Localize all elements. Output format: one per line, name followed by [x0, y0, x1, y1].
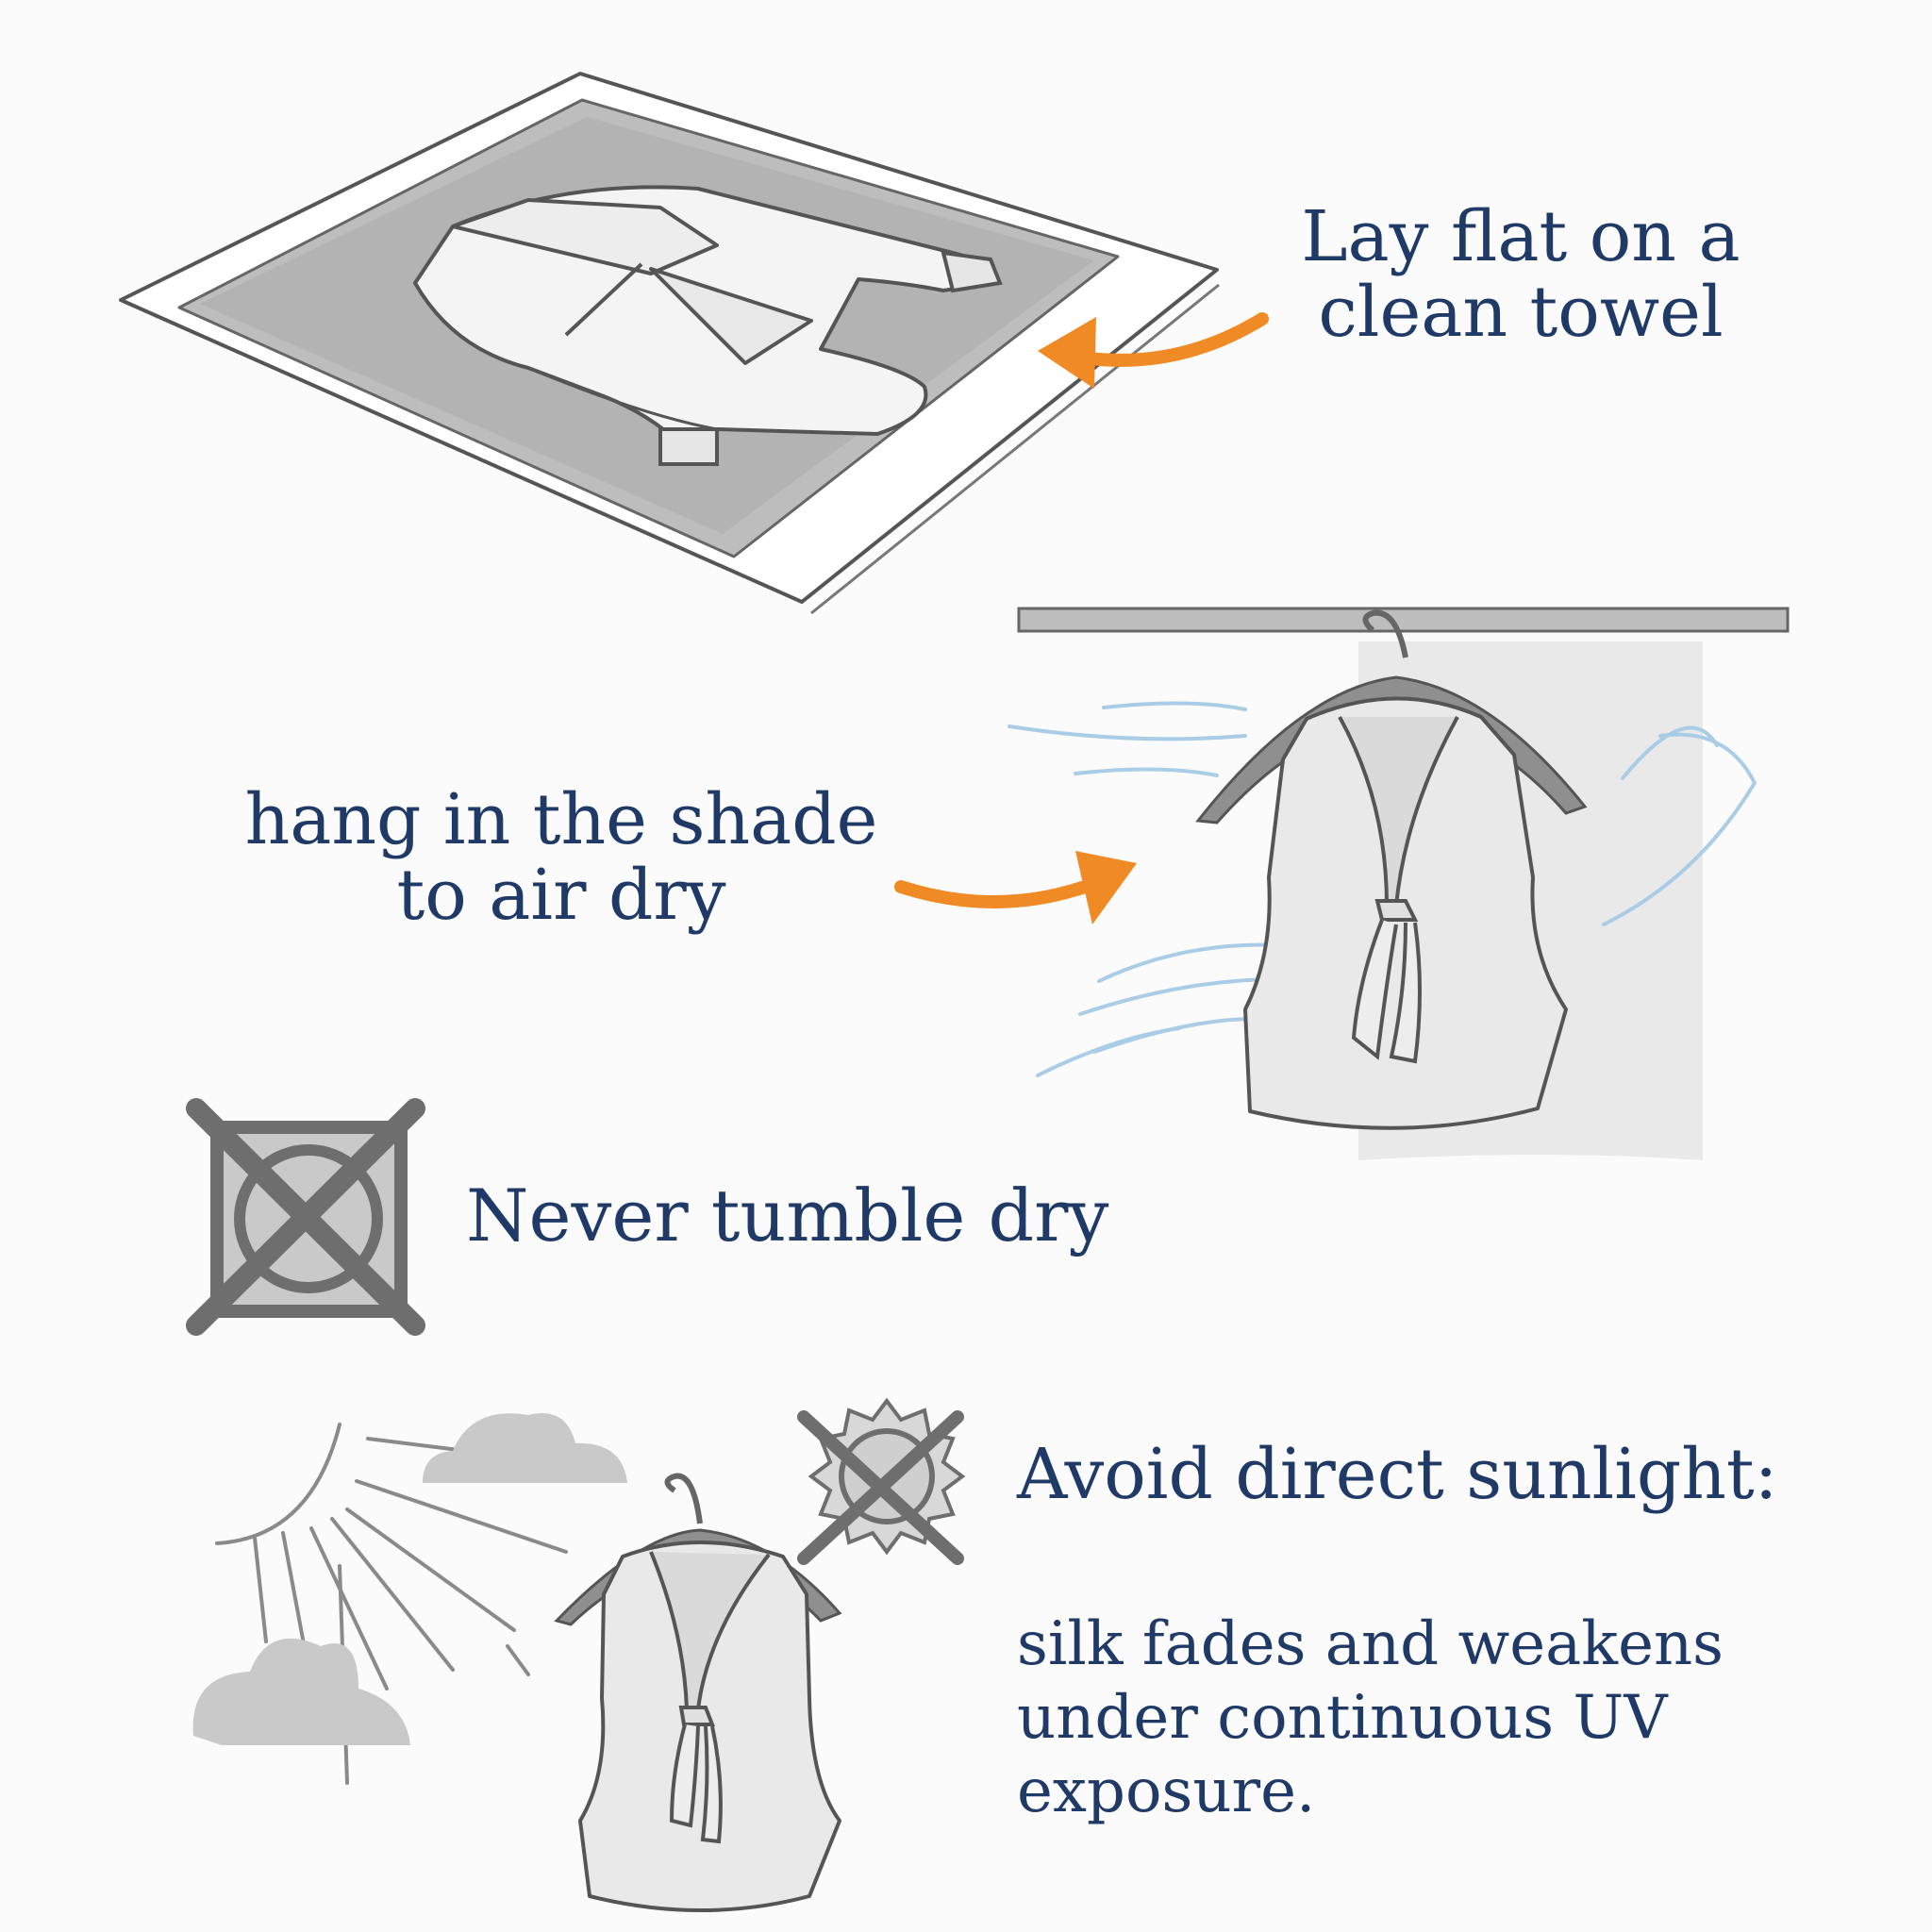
uv-line-3: exposure.	[1017, 1757, 1316, 1827]
no-tumble-dry-icon	[186, 1098, 425, 1336]
cloud-icon-top	[423, 1413, 627, 1483]
lay-flat-line-2: clean towel	[1318, 271, 1724, 353]
small-hanging-blouse	[554, 1473, 842, 1912]
step-hang-shade-label: hang in the shade to air dry	[236, 779, 887, 936]
lay-flat-line-1: Lay flat on a	[1301, 196, 1740, 277]
orange-arrow-hang	[894, 851, 1137, 924]
step-avoid-sun-heading: Avoid direct sunlight:	[1017, 1434, 1778, 1515]
step-avoid-sun-explanation: silk fades and weakens under continuous …	[1017, 1607, 1724, 1828]
folded-blouse	[413, 185, 1003, 466]
step-no-tumble-label: Never tumble dry	[466, 1174, 1109, 1257]
orange-arrow-towel	[1038, 312, 1269, 389]
wind-lines	[1008, 701, 1757, 1077]
hang-shade-line-1: hang in the shade	[244, 779, 878, 860]
no-sun-icon	[797, 1397, 966, 1565]
cloud-icon-bottom	[192, 1638, 410, 1745]
uv-line-1: silk fades and weakens	[1017, 1609, 1724, 1679]
uv-line-2: under continuous UV	[1017, 1683, 1668, 1754]
step-lay-flat-label: Lay flat on a clean towel	[1285, 196, 1757, 353]
hang-shade-line-2: to air dry	[396, 854, 726, 936]
hanging-blouse	[1195, 609, 1588, 1130]
